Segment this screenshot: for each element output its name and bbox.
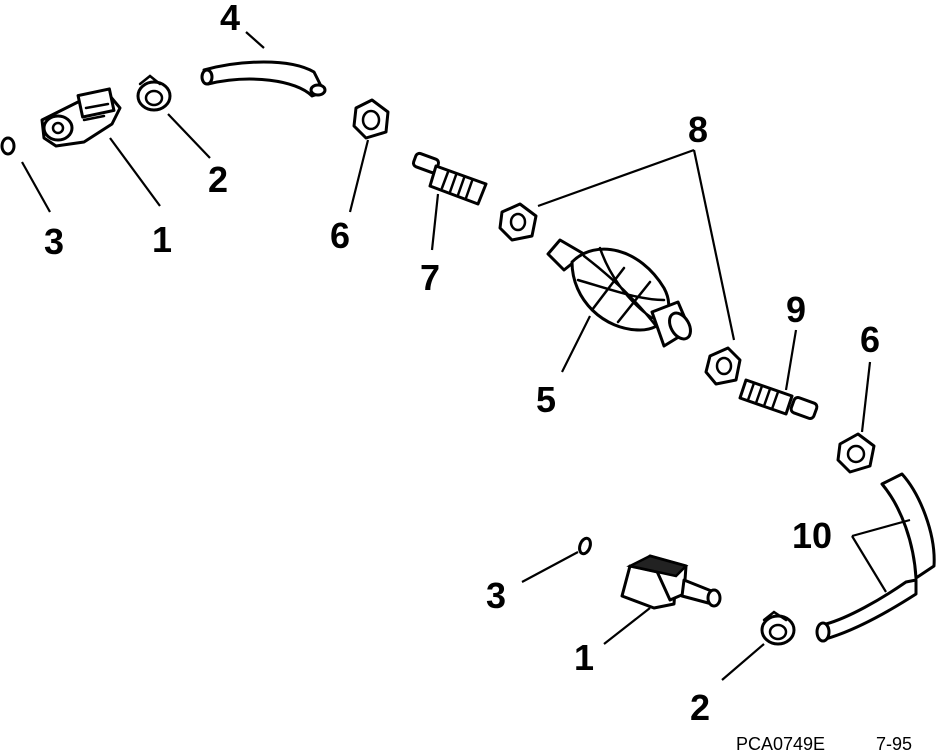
leader-9 [784, 329, 798, 391]
clamp-8-upper [498, 202, 538, 242]
callout-2-lower: 2 [690, 687, 710, 728]
leader-7 [430, 193, 440, 251]
leader-10b [851, 535, 887, 593]
primer-bulb [546, 238, 692, 348]
leader-8b [692, 149, 736, 341]
o-ring-upper [0, 136, 16, 156]
callout-2-upper: 2 [208, 159, 228, 200]
clamp-6-lower [836, 432, 876, 474]
clamp-lower [760, 610, 796, 646]
leader-1a [109, 137, 161, 207]
fitting-9 [738, 378, 819, 420]
callout-3-lower: 3 [486, 575, 506, 616]
leader-2b [721, 643, 765, 681]
callout-3-upper: 3 [44, 221, 64, 262]
leader-2a [167, 113, 211, 159]
leader-6b [860, 361, 872, 433]
callout-8: 8 [688, 109, 708, 150]
clamp-6-upper [352, 98, 390, 140]
connector-upper [40, 87, 122, 148]
callout-6-upper: 6 [330, 215, 350, 256]
leader-8a [537, 148, 695, 208]
hose-short [200, 60, 327, 98]
callout-4: 4 [220, 0, 240, 38]
leader-5 [561, 315, 591, 373]
leader-3a [21, 161, 51, 213]
leader-1b [603, 607, 651, 645]
figure-code: PCA0749E [736, 734, 825, 754]
leader-3b [521, 551, 579, 583]
hose-long [815, 472, 936, 643]
callout-7: 7 [420, 257, 440, 298]
leader-10a [851, 518, 911, 538]
clamp-8-lower [704, 346, 742, 386]
clamp-upper [136, 74, 172, 112]
fitting-7 [411, 151, 488, 206]
callout-6-lower: 6 [860, 319, 880, 360]
callout-1-lower: 1 [574, 637, 594, 678]
callout-9: 9 [786, 289, 806, 330]
callout-10: 10 [792, 515, 832, 556]
leader-4 [245, 31, 265, 49]
callout-5: 5 [536, 379, 556, 420]
callout-1-upper: 1 [152, 219, 172, 260]
leader-6a [348, 139, 370, 213]
figure-date: 7-95 [876, 734, 912, 754]
o-ring-lower [578, 536, 592, 556]
connector-lower [620, 554, 722, 610]
